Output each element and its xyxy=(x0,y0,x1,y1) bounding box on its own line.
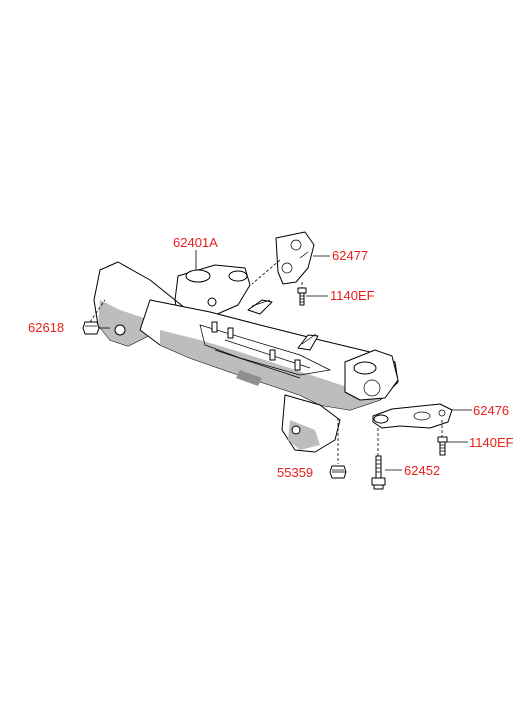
label-55359: 55359 xyxy=(277,465,313,480)
leader-lines xyxy=(99,250,472,473)
label-1140EF-upper: 1140EF xyxy=(330,288,375,303)
left-nut xyxy=(82,321,100,335)
lower-bracket xyxy=(372,403,453,429)
upper-bolt xyxy=(297,287,307,306)
long-bolt xyxy=(371,455,386,490)
lower-bolt xyxy=(437,436,448,456)
assembly-dashed-lines xyxy=(89,259,443,464)
subframe-crossmember xyxy=(93,261,399,453)
label-62476: 62476 xyxy=(473,403,509,418)
upper-bracket xyxy=(275,231,315,285)
label-62452: 62452 xyxy=(404,463,440,478)
label-62401A: 62401A xyxy=(173,235,218,250)
label-62618: 62618 xyxy=(28,320,64,335)
label-1140EF-lower: 1140EF xyxy=(469,435,514,450)
label-62477: 62477 xyxy=(332,248,368,263)
